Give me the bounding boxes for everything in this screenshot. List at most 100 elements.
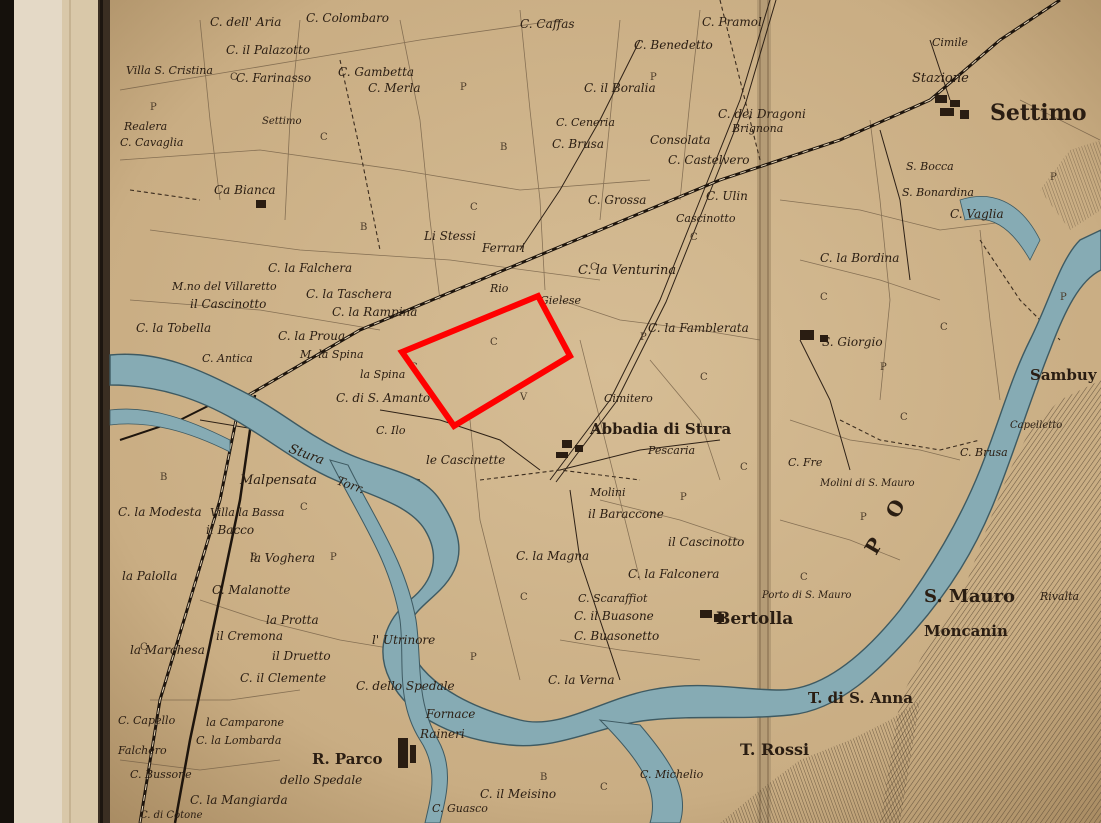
- hill-relief-south: [720, 700, 920, 823]
- label-realera: Realera: [123, 120, 167, 133]
- label-c-la-rampina: C. la Rampina: [332, 305, 417, 319]
- label-c-di-s-amanto: C. di S. Amanto: [336, 391, 430, 405]
- label-la-voghera: la Voghera: [250, 551, 315, 565]
- symbol-pasture: P: [330, 552, 337, 563]
- paper-margin: [14, 0, 62, 823]
- label-il-cremona: il Cremona: [216, 629, 283, 643]
- symbol-pasture: P: [1060, 292, 1067, 303]
- label-la-protta: la Protta: [266, 613, 319, 627]
- label-c-caffas: C. Caffas: [520, 17, 575, 31]
- label-c-il-clemente: C. il Clemente: [240, 671, 326, 685]
- label-il-baraccone: il Baraccone: [588, 507, 664, 521]
- label-c-capello: C. Capello: [118, 714, 176, 727]
- paper-margin-inner: [62, 0, 98, 823]
- symbol-vineyard: V: [519, 392, 528, 403]
- label-abbadia-di-stura: Abbadia di Stura: [589, 420, 731, 438]
- symbol-cultivated: C: [300, 502, 308, 513]
- label-settimo-road: Settimo: [262, 116, 302, 127]
- symbol-cultivated: C: [520, 592, 528, 603]
- label-consolata: Consolata: [650, 133, 711, 147]
- label-m-la-spina: M. la Spina: [299, 348, 364, 361]
- symbol-cultivated: C: [940, 322, 948, 333]
- symbol-pasture: P: [470, 652, 477, 663]
- symbol-pasture: P: [680, 492, 687, 503]
- outer-dark-edge: [0, 0, 14, 823]
- symbol-woods: B: [500, 142, 507, 153]
- label-c-la-proua: C. la Proua: [278, 329, 345, 343]
- label-c-scaraffiot: C. Scaraffiot: [578, 592, 648, 605]
- label-villa-la-bassa: Villa la Bassa: [210, 506, 284, 519]
- label-ca-bianca: Ca Bianca: [214, 183, 276, 197]
- label-c-la-famblerata: C. la Famblerata: [648, 321, 749, 335]
- label-malpensata: Malpensata: [239, 473, 317, 488]
- label-falchero: Falchero: [117, 744, 167, 757]
- label-c-il-buasone: C. il Buasone: [574, 609, 654, 623]
- label-la-palolla: la Palolla: [122, 569, 177, 583]
- label-porto-di-s-mauro: Porto di S. Mauro: [761, 590, 851, 601]
- label-c-brusa-east: C. Brusa: [960, 446, 1008, 459]
- label-c-la-verna: C. la Verna: [548, 673, 614, 687]
- symbol-cultivated: C: [140, 642, 148, 653]
- label-villaretto: M.no del Villaretto: [171, 280, 277, 293]
- label-rio: Rio: [489, 282, 509, 295]
- label-brignona: Brignona: [731, 122, 783, 135]
- symbol-woods: B: [360, 222, 367, 233]
- label-c-malanotte: C. Malanotte: [212, 583, 291, 597]
- symbol-cultivated: C: [900, 412, 908, 423]
- label-c-michelio: C. Michelio: [640, 768, 704, 781]
- label-capelletto: Capelletto: [1010, 420, 1062, 431]
- symbol-cultivated: C: [490, 337, 498, 348]
- label-il-bacco: il Bacco: [206, 523, 254, 537]
- label-c-farinasso: C. Farinasso: [236, 71, 311, 85]
- symbol-cultivated: C: [700, 372, 708, 383]
- label-s-bocca: S. Bocca: [906, 160, 954, 173]
- roads: [199, 0, 951, 681]
- symbol-cultivated: C: [590, 262, 598, 273]
- symbol-cultivated: C: [600, 782, 608, 793]
- stura-river: [109, 196, 1101, 823]
- label-gielese: Gielese: [540, 294, 581, 307]
- settlements: [256, 95, 969, 768]
- label-fornace: Fornace: [425, 707, 475, 721]
- symbol-cultivated: C: [820, 292, 828, 303]
- symbol-pasture: P: [860, 512, 867, 523]
- label-c-pramol: C. Pramol: [702, 15, 762, 29]
- label-settimo: Settimo: [990, 100, 1087, 126]
- label-s-mauro: S. Mauro: [924, 586, 1015, 607]
- label-villa-s-cristina: Villa S. Cristina: [126, 64, 213, 77]
- symbol-pasture: P: [650, 72, 657, 83]
- label-c-la-falchera: C. la Falchera: [268, 261, 352, 275]
- label-dello-spedale: dello Spedale: [280, 773, 362, 787]
- label-c-guasco: C. Guasco: [432, 802, 488, 815]
- label-c-ulin: C. Ulin: [706, 189, 748, 203]
- map-frame-border: [98, 0, 110, 823]
- label-c-brusa: C. Brusa: [552, 137, 604, 151]
- label-c-la-taschera: C. la Taschera: [306, 287, 392, 301]
- label-c-cavaglia: C. Cavaglia: [120, 136, 183, 149]
- label-molini: Molini: [589, 486, 626, 499]
- label-c-ilo: C. Ilo: [376, 424, 406, 437]
- label-c-buasonetto: C. Buasonetto: [574, 629, 659, 643]
- symbol-pasture: P: [640, 332, 647, 343]
- label-raineri: Raineri: [419, 727, 465, 741]
- label-c-la-modesta: C. la Modesta: [118, 505, 202, 519]
- label-c-antica: C. Antica: [202, 352, 253, 365]
- label-c-il-meisino: C. il Meisino: [480, 787, 556, 801]
- label-r-parco: R. Parco: [312, 750, 383, 768]
- label-c-la-mangiarda: C. la Mangiarda: [190, 793, 288, 807]
- label-c-bussone: C. Bussone: [130, 768, 192, 781]
- label-moncanin: Moncanin: [924, 622, 1008, 640]
- label-l-utrinore: l' Utrinore: [372, 633, 435, 647]
- label-il-druetto: il Druetto: [272, 649, 331, 663]
- label-c-fre: C. Fre: [788, 456, 823, 469]
- label-cascinotto: Cascinotto: [676, 212, 736, 225]
- label-cimitero: Cimitero: [604, 392, 653, 405]
- label-c-grossa: C. Grossa: [588, 193, 646, 207]
- label-la-spina: la Spina: [360, 368, 405, 381]
- label-c-merla: C. Merla: [368, 81, 421, 95]
- symbol-cultivated: C: [470, 202, 478, 213]
- land-use-symbols: P C C P B P C C B P C C V C P C P C P C …: [140, 72, 1067, 793]
- highlight-area-marker: [397, 292, 574, 431]
- label-ferrari: Ferrari: [481, 241, 525, 255]
- label-la-camparone: la Camparone: [206, 716, 285, 729]
